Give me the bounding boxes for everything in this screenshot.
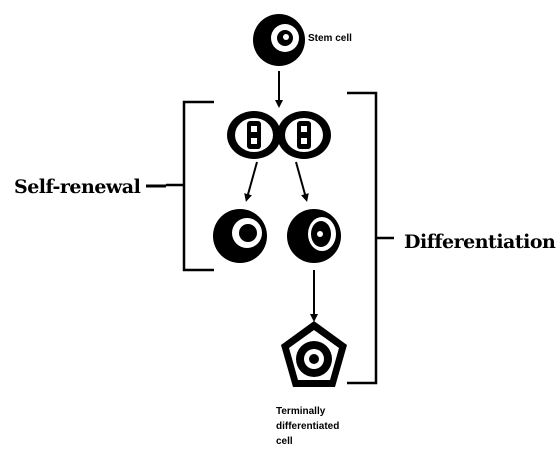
arrow-to-renewed-cell <box>244 161 258 202</box>
stem-cell-icon <box>253 14 305 66</box>
differentiation-label: Differentiation <box>404 231 556 253</box>
terminal-cell-label: Terminally differentiated cell <box>276 404 339 449</box>
stem-cell-label: Stem cell <box>308 33 352 44</box>
terminal-cell-label-line1: Terminally <box>276 406 326 417</box>
differentiation-bracket <box>347 91 394 385</box>
terminal-cell-label-line2: differentiated <box>276 421 340 432</box>
arrow-to-progenitor-cell <box>295 161 309 202</box>
progenitor-cell-icon <box>287 209 341 263</box>
self-renewal-label: Self-renewal <box>14 176 141 198</box>
renewed-stem-cell-icon <box>213 209 267 263</box>
terminal-cell-label-line3: cell <box>276 436 293 447</box>
dividing-cell-icon <box>227 111 331 159</box>
terminal-cell-icon <box>281 321 347 387</box>
self-renewal-bracket <box>166 100 214 272</box>
